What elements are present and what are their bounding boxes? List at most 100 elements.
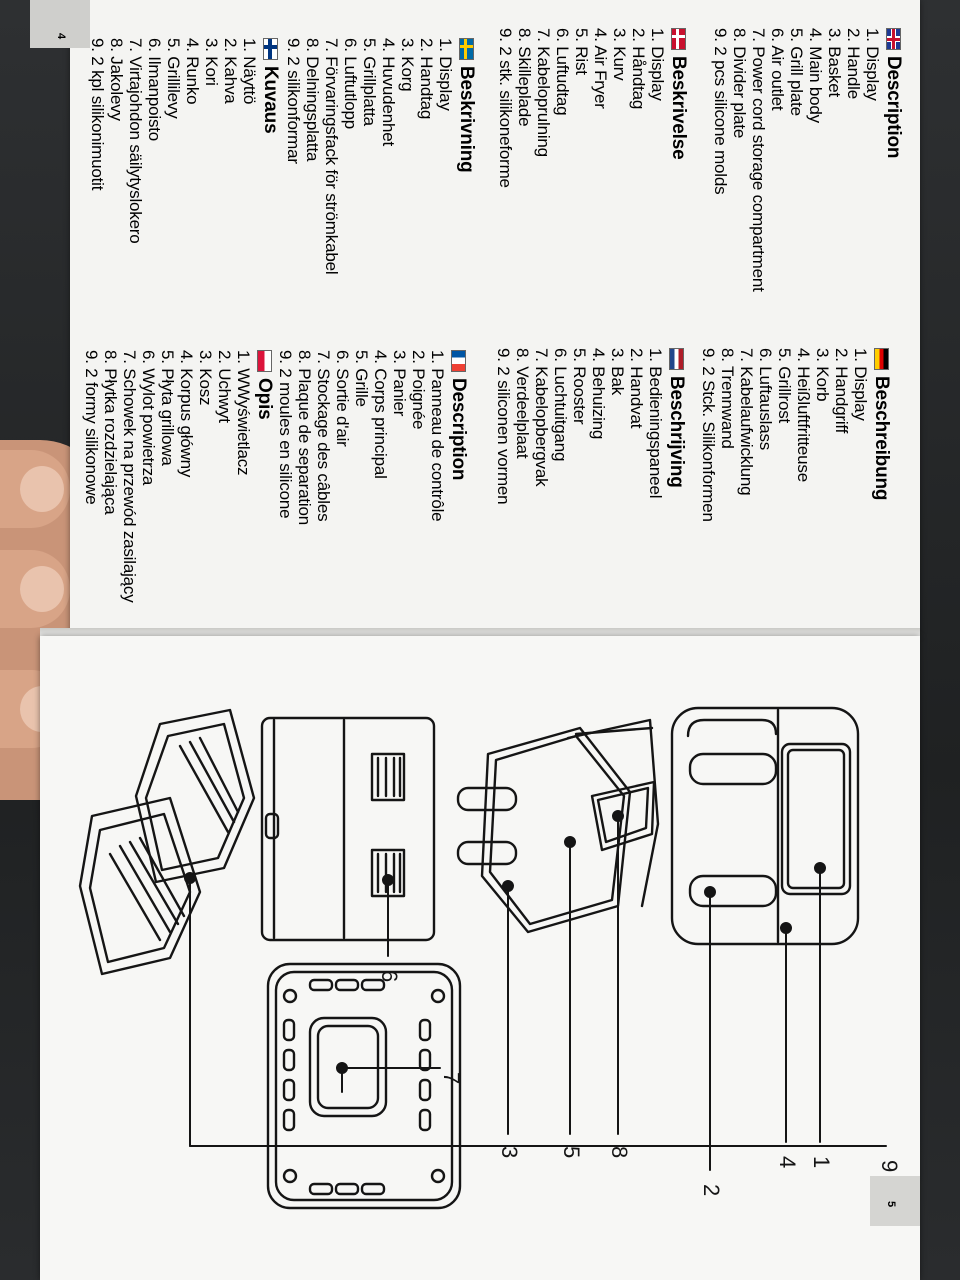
page-corner xyxy=(870,1176,920,1226)
list-item: 7. Förvaringsfack för strömkabel xyxy=(322,38,341,275)
list-item: 3. Korg xyxy=(398,38,417,92)
sweden-flag-icon xyxy=(459,38,474,60)
air-fryer-bottom-view xyxy=(266,962,462,1210)
section-en: Description 1. Display 2. Handle 3. Bask… xyxy=(711,28,905,292)
list-item: 8. Jakolevy xyxy=(107,38,126,121)
silicone-molds xyxy=(78,708,256,976)
list-item: 7. Power cord storage compartment xyxy=(749,28,768,292)
section-nl: Beschrijving 1. Bedieningspaneel 2. Hand… xyxy=(494,348,688,504)
list-item: 9. 2 siliconen vormen xyxy=(494,348,513,505)
uk-flag-icon xyxy=(886,28,901,50)
manual-page-diagram xyxy=(40,636,920,1280)
list-item: 6. Luftauslass xyxy=(756,348,775,451)
list-item: 7. Kabelopbergvak xyxy=(532,348,551,487)
list-item: 2. Håndtag xyxy=(629,28,648,110)
list-item: 8. Płytka rozdzielająca xyxy=(101,350,120,515)
list-item: 3. Bak xyxy=(608,348,627,395)
section-title: Beschreibung xyxy=(871,376,892,501)
list-item: 3. Kosz xyxy=(196,350,215,406)
list-item: 6. Wylot powietrza xyxy=(139,350,158,486)
section-da: Beskrivelse 1. Display 2. Håndtag 3. Kur… xyxy=(496,28,690,188)
section-title: Beschrijving xyxy=(666,376,687,488)
list-item: 8. Divider plate xyxy=(730,28,749,139)
list-item: 1. Panneau de contrôle xyxy=(428,350,447,522)
list-item: 2. Handvat xyxy=(627,348,646,429)
finger xyxy=(0,550,70,628)
list-item: 5. Rist xyxy=(572,28,591,75)
list-item: 9. 2 stk. silikoneforme xyxy=(496,28,515,188)
list-item: 8. Plaque de separation xyxy=(295,350,314,525)
air-fryer-front-view xyxy=(670,706,860,946)
list-item: 4. Heißluftfritteuse xyxy=(794,348,813,482)
list-item: 5. Grill plate xyxy=(787,28,806,116)
netherlands-flag-icon xyxy=(669,348,684,370)
section-de: Beschreibung 1. Display 2. Handgriff 3. … xyxy=(699,348,893,522)
callout-4: 4 xyxy=(775,1156,800,1168)
list-item: 2. Kahva xyxy=(221,38,240,104)
page-number-left: 4 xyxy=(55,32,68,40)
list-item: 2. Handtag xyxy=(417,38,436,120)
callout-3: 3 xyxy=(497,1146,522,1158)
section-sv: Beskrivning 1. Display 2. Handtag 3. Kor… xyxy=(284,38,478,274)
list-item: 3. Basket xyxy=(825,28,844,98)
list-item: 7. Schowek na przewód zasilający xyxy=(120,350,139,603)
section-title: Beskrivning xyxy=(456,66,477,173)
list-item: 8. Delningsplatta xyxy=(303,38,322,162)
list-item: 9. 2 Stck. Silikonformen xyxy=(699,348,718,522)
list-item: 7. Kabelaufwicklung xyxy=(737,348,756,496)
callout-leaders xyxy=(184,810,887,1171)
section-fi: Kuvaus 1. Näyttö 2. Kahva 3. Kori 4. Run… xyxy=(88,38,282,244)
callout-6: 6 xyxy=(377,970,402,982)
list-item: 5. Grillilevy xyxy=(164,38,183,119)
list-item: 7. Stockage des câbles xyxy=(314,350,333,522)
list-item: 5. Grillrost xyxy=(775,348,794,424)
list-item: 2. Poignée xyxy=(409,350,428,430)
list-item: 5. Płyta grillowa xyxy=(158,350,177,466)
list-item: 1. Display xyxy=(851,348,870,421)
page-corner xyxy=(30,0,90,48)
section-pl: Opis 1. WWyświetlacz 2. Uchwyt 3. Kosz 4… xyxy=(82,350,276,603)
list-item: 3. Kurv xyxy=(610,28,629,81)
list-item: 5. Grille xyxy=(352,350,371,407)
poland-flag-icon xyxy=(257,350,272,372)
france-flag-icon xyxy=(451,350,466,372)
list-item: 6. Luftutlopp xyxy=(341,38,360,129)
section-fr: Description 1. Panneau de contrôle 2. Po… xyxy=(276,350,470,525)
list-item: 1. Display xyxy=(863,28,882,101)
list-item: 6. Ilmanpoisto xyxy=(145,38,164,142)
list-item: 4. Korpus główny xyxy=(177,350,196,478)
callout-1: 1 xyxy=(809,1156,834,1168)
section-title: Kuvaus xyxy=(260,66,281,134)
list-item: 5. Grillplatta xyxy=(360,38,379,126)
list-item: 2. Handgriff xyxy=(832,348,851,434)
list-item: 9. 2 formy silikonowe xyxy=(82,350,101,505)
list-item: 4. Behuizing xyxy=(589,348,608,440)
callout-7: 7 xyxy=(439,1072,464,1084)
section-title: Description xyxy=(883,56,904,159)
list-item: 1. WWyświetlacz xyxy=(234,350,253,476)
list-item: 4. Air Fryer xyxy=(591,28,610,109)
list-item: 1. Display xyxy=(648,28,667,101)
list-item: 4. Runko xyxy=(183,38,202,105)
list-item: 5. Rooster xyxy=(570,348,589,425)
list-item: 3. Panier xyxy=(390,350,409,417)
list-item: 6. Luchtuitgang xyxy=(551,348,570,462)
list-item: 1. Display xyxy=(436,38,455,111)
list-item: 9. 2 silikonformar xyxy=(284,38,303,164)
manual-page-text xyxy=(70,0,920,636)
list-item: 8. Verdeelplaat xyxy=(513,348,532,459)
list-item: 7. Kabeloprulning xyxy=(534,28,553,157)
callout-8: 8 xyxy=(607,1146,632,1158)
list-item: 8. Trennwand xyxy=(718,348,737,449)
denmark-flag-icon xyxy=(671,28,686,50)
finger xyxy=(0,450,70,528)
section-title: Description xyxy=(448,378,469,481)
list-item: 4. Main body xyxy=(806,28,825,123)
list-item: 4. Corps principal xyxy=(371,350,390,479)
list-item: 7. Virtajohdon säilytyslokero xyxy=(126,38,145,244)
callout-9: 9 xyxy=(877,1160,902,1172)
list-item: 1. Näyttö xyxy=(240,38,259,105)
section-title: Opis xyxy=(254,378,275,420)
list-item: 3. Korb xyxy=(813,348,832,402)
callout-numbers: 1 2 3 4 5 6 7 8 9 xyxy=(377,970,902,1196)
